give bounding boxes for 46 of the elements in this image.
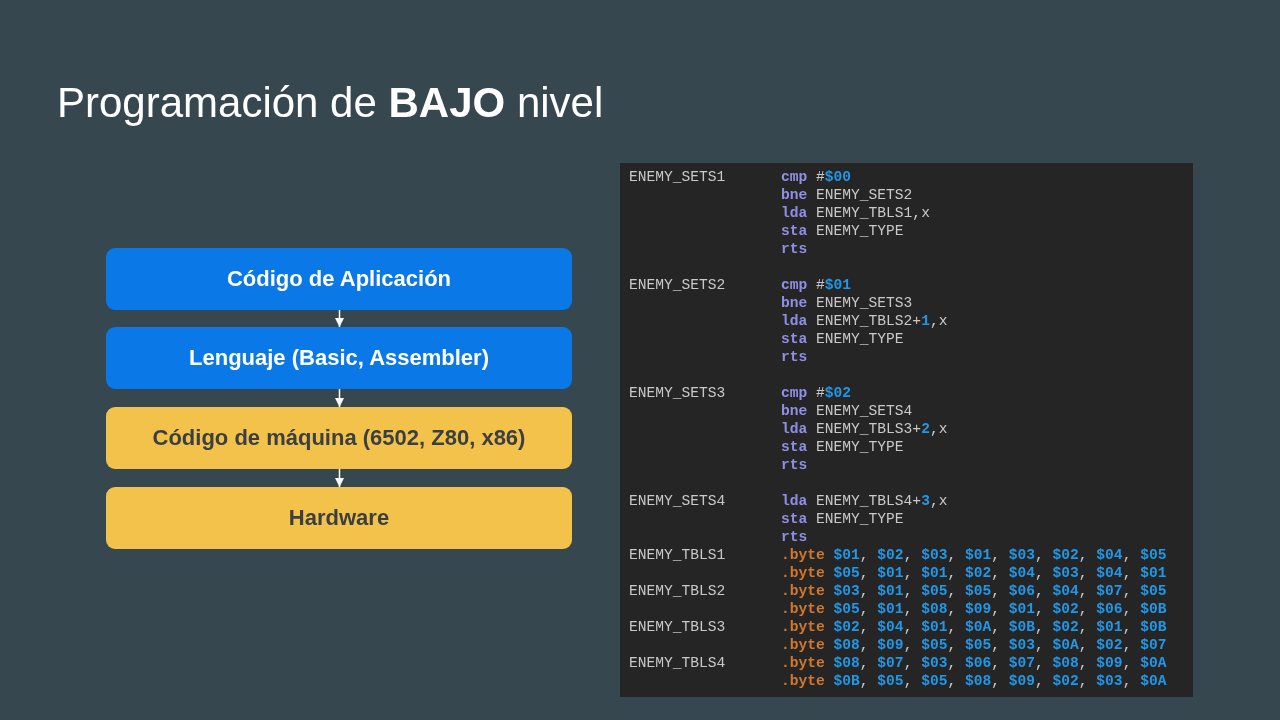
slide-title: Programación de BAJO nivel [57, 78, 604, 128]
code-line: .byte $0B, $05, $05, $08, $09, $02, $03, $0A [781, 672, 1167, 690]
layer-label: Hardware [288, 504, 390, 532]
code-line: .byte $05, $01, $01, $02, $04, $03, $04, $01 [781, 564, 1167, 582]
code-line: rts [781, 456, 808, 474]
layer-label: Código de Aplicación [226, 265, 452, 293]
code-line: lda ENEMY_TBLS2+1,x [781, 312, 948, 330]
arrow [335, 468, 344, 488]
code-line: rts [781, 528, 808, 546]
code-label: ENEMY_SETS4 [629, 492, 726, 510]
code-line: .byte $05, $01, $08, $09, $01, $02, $06, $0B [781, 600, 1167, 618]
layer-box [106, 487, 572, 549]
code-label: ENEMY_SETS1 [629, 168, 726, 186]
arrow [335, 309, 344, 328]
code-line: sta ENEMY_TYPE [781, 222, 904, 240]
code-label: ENEMY_SETS2 [629, 276, 726, 294]
code-line: .byte $01, $02, $03, $01, $03, $02, $04, $05 [781, 546, 1167, 564]
code-line: .byte $03, $01, $05, $05, $06, $04, $07, $05 [781, 582, 1167, 600]
code-line: cmp #$00 [781, 168, 852, 186]
code-line: lda ENEMY_TBLS3+2,x [781, 420, 948, 438]
code-line: .byte $08, $09, $05, $05, $03, $0A, $02, $07 [781, 636, 1167, 654]
layer-box [106, 248, 572, 310]
code-line: lda ENEMY_TBLS4+3,x [781, 492, 948, 510]
layer-box [106, 407, 572, 469]
code-line: lda ENEMY_TBLS1,x [781, 204, 930, 222]
code-line: bne ENEMY_SETS2 [781, 186, 913, 204]
code-line: bne ENEMY_SETS3 [781, 294, 913, 312]
arrow [335, 388, 344, 408]
layer-label: Código de máquina (6502, Z80, x86) [152, 424, 526, 452]
code-label: ENEMY_TBLS1 [629, 546, 726, 564]
code-label: ENEMY_SETS3 [629, 384, 726, 402]
code-line: .byte $02, $04, $01, $0A, $0B, $02, $01, $0B [781, 618, 1167, 636]
code-line: rts [781, 240, 808, 258]
code-line: bne ENEMY_SETS4 [781, 402, 913, 420]
code-label: ENEMY_TBLS4 [629, 654, 726, 672]
code-line: .byte $08, $07, $03, $06, $07, $08, $09, $0A [781, 654, 1167, 672]
code-label: ENEMY_TBLS3 [629, 618, 726, 636]
code-line: cmp #$02 [781, 384, 852, 402]
code-line: rts [781, 348, 808, 366]
code-line: sta ENEMY_TYPE [781, 330, 904, 348]
code-line: cmp #$01 [781, 276, 852, 294]
layer-box [106, 327, 572, 389]
code-line: sta ENEMY_TYPE [781, 510, 904, 528]
layer-label: Lenguaje (Basic, Assembler) [189, 344, 489, 372]
code-label: ENEMY_TBLS2 [629, 582, 726, 600]
code-line: sta ENEMY_TYPE [781, 438, 904, 456]
